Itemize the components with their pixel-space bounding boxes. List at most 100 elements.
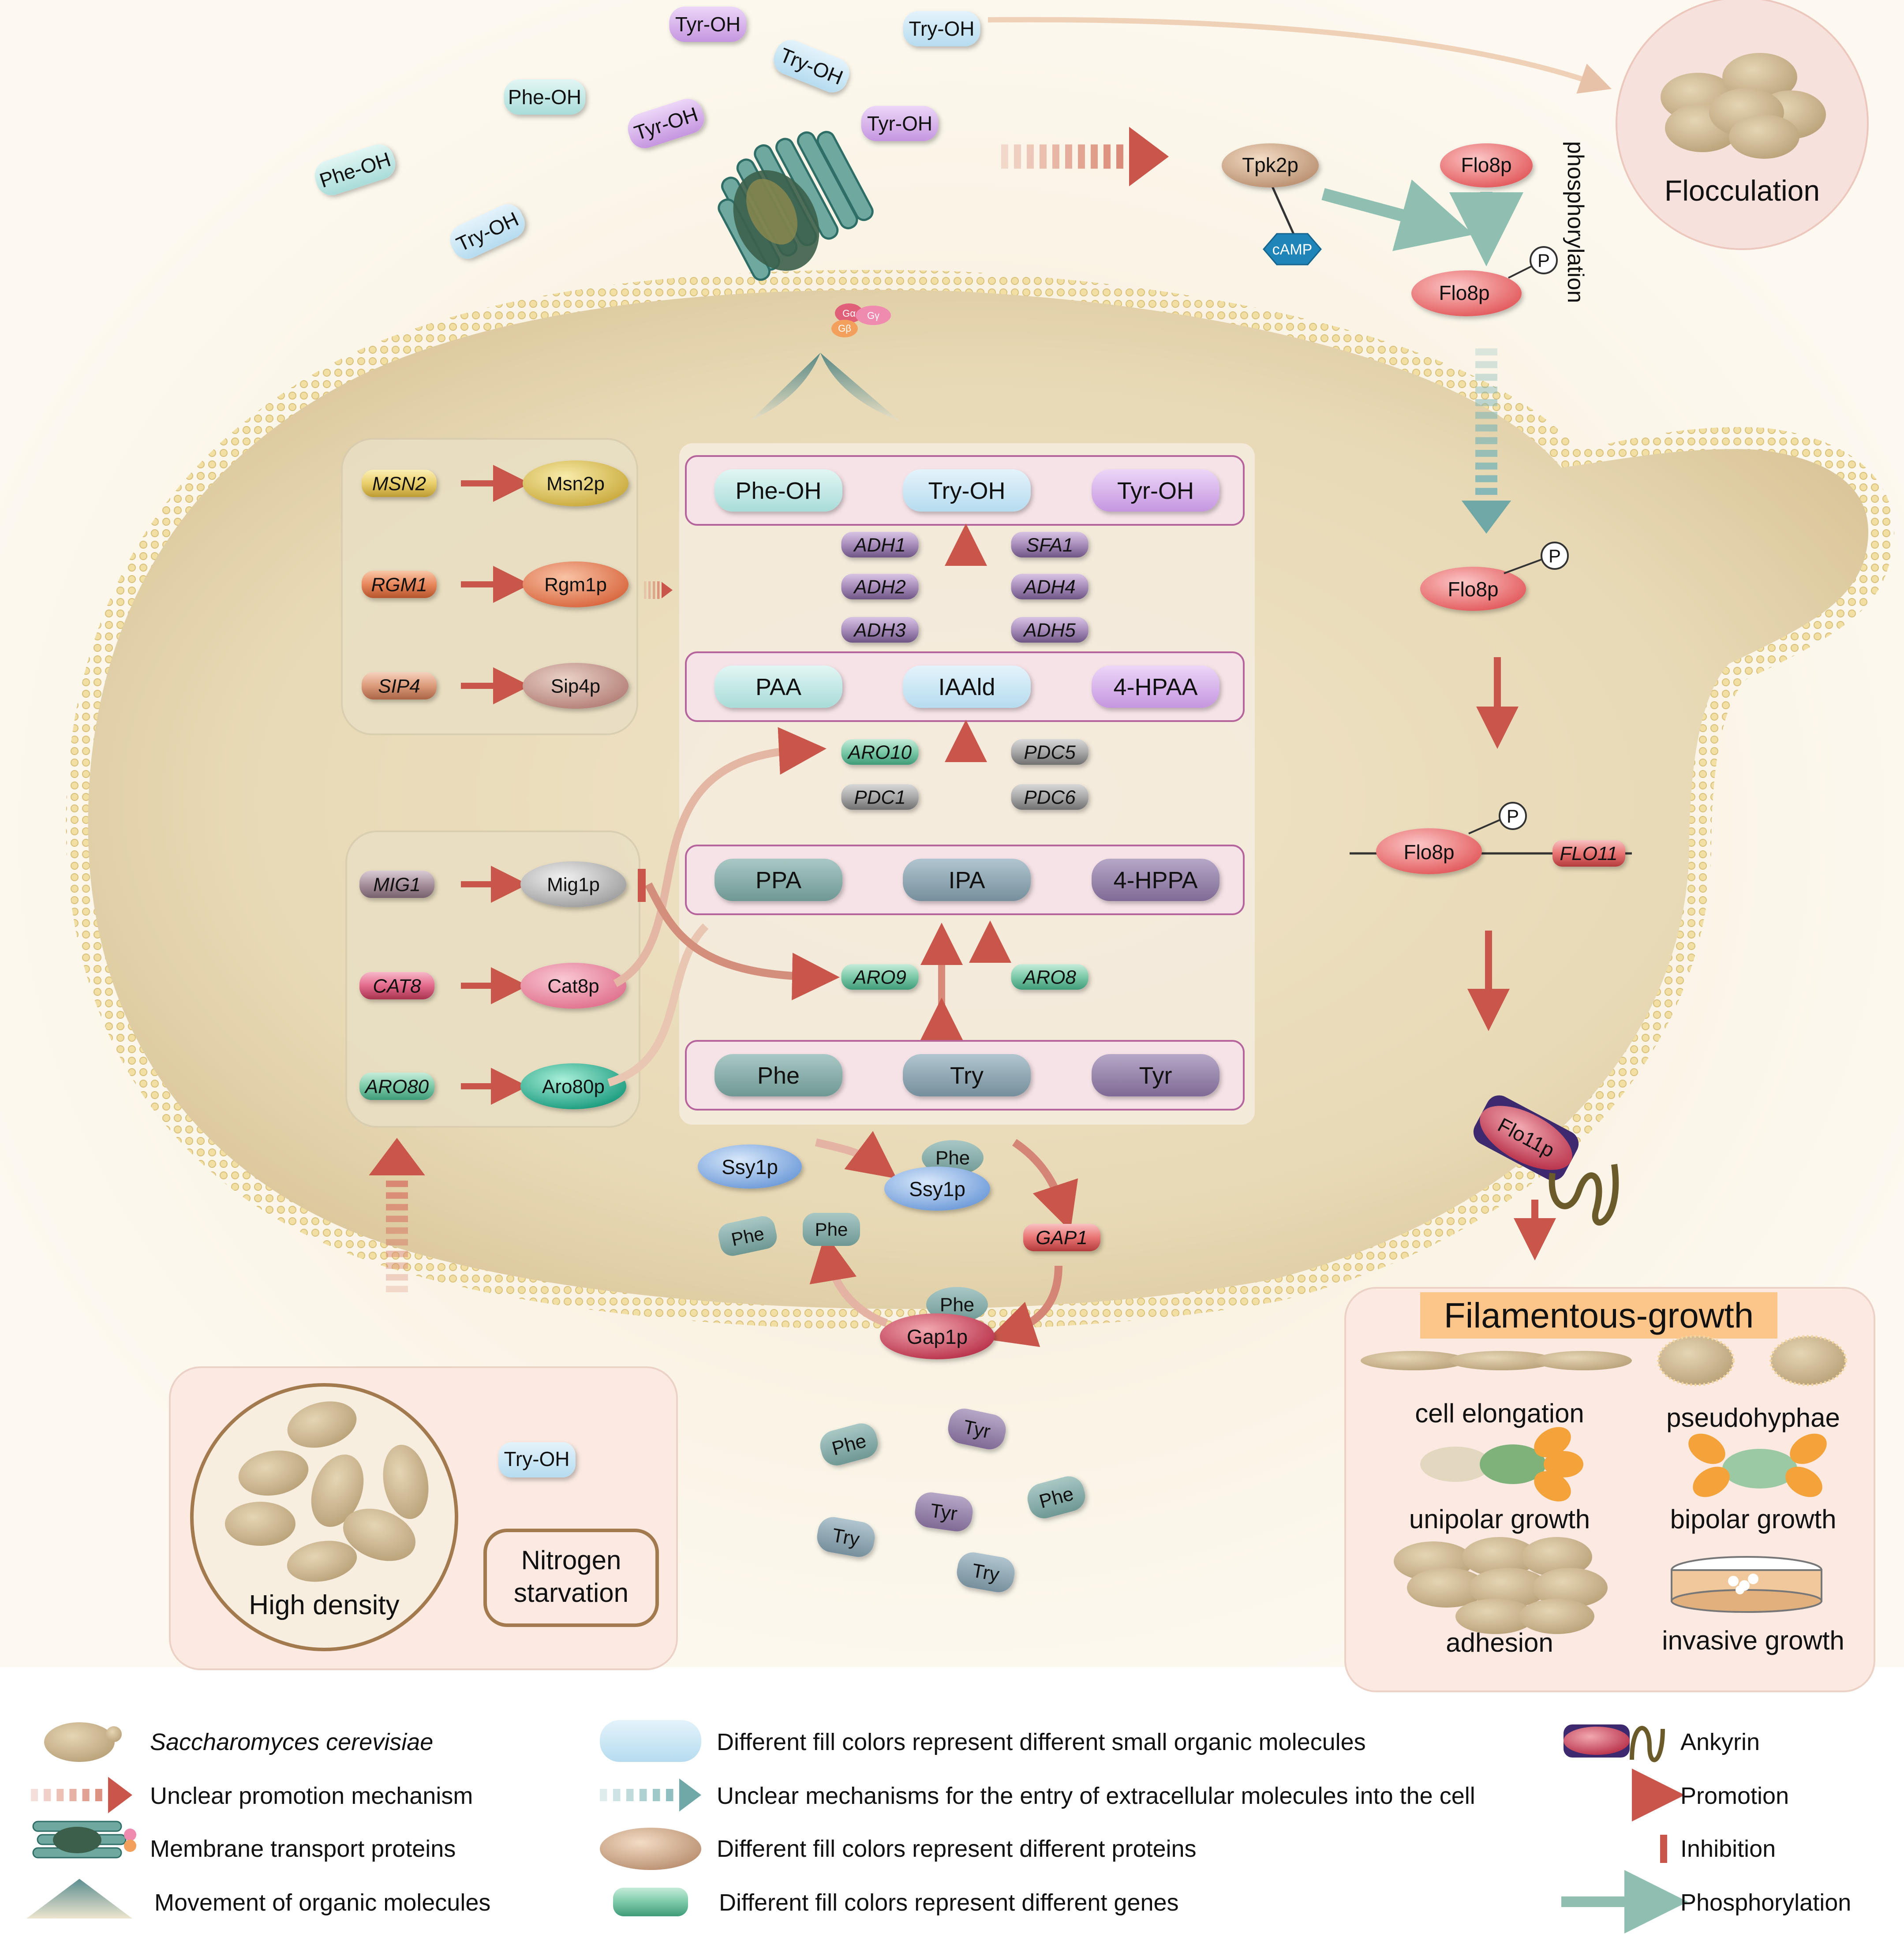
pathway-metabolite: Tyr-OH — [1092, 469, 1219, 512]
cell-elongation-icon — [1361, 1351, 1632, 1370]
g-beta-subunit — [831, 320, 858, 337]
unclear-promotion-arrow-small — [644, 581, 673, 599]
svg-text:ADH2: ADH2 — [853, 576, 905, 598]
svg-text:SFA1: SFA1 — [1026, 534, 1074, 556]
unclear-promotion-arrow-bottom — [369, 1138, 425, 1292]
svg-text:PDC1: PDC1 — [854, 786, 905, 808]
gene-icon — [613, 1888, 688, 1916]
svg-text:Tyr-OH: Tyr-OH — [675, 13, 741, 36]
unclear-entry-icon — [600, 1778, 701, 1812]
pathway-gene: PDC5 — [1011, 739, 1089, 765]
gap1p-protein — [880, 1313, 995, 1359]
svg-text:RGM1: RGM1 — [371, 574, 427, 595]
pathway-gene: PDC6 — [1011, 784, 1089, 810]
svg-text:PAA: PAA — [756, 674, 801, 700]
pathway-gene: ARO10 — [841, 739, 919, 765]
svg-text:4-HPPA: 4-HPPA — [1113, 867, 1197, 894]
extracellular-amino-acid: Try — [957, 1552, 1015, 1593]
legend-yeast: Saccharomyces cerevisiae — [150, 1729, 433, 1755]
svg-text:Ssy1p: Ssy1p — [722, 1156, 778, 1178]
svg-text:Cat8p: Cat8p — [547, 975, 599, 997]
svg-text:Gα: Gα — [842, 308, 856, 319]
regulator-protein: Aro80p — [520, 1063, 626, 1109]
svg-text:IPA: IPA — [948, 867, 985, 894]
protein-icon — [600, 1828, 701, 1870]
gap1-gene — [1023, 1224, 1100, 1251]
flo8p-cytoplasm — [1420, 567, 1526, 611]
extracellular-amino-acid: Phe — [820, 1423, 878, 1466]
filamentous-item-4: adhesion — [1446, 1628, 1553, 1657]
svg-text:Rgm1p: Rgm1p — [544, 574, 607, 595]
extracellular-amino-acid: Try — [817, 1517, 875, 1557]
svg-text:SIP4: SIP4 — [378, 675, 420, 697]
svg-text:MIG1: MIG1 — [373, 874, 421, 895]
svg-text:ADH5: ADH5 — [1022, 619, 1076, 641]
cycle-arrow-top — [815, 1131, 897, 1179]
regulator-protein: Sip4p — [523, 663, 628, 709]
flo8p-phosphorylated — [1411, 270, 1522, 316]
svg-text:Msn2p: Msn2p — [546, 473, 605, 494]
nitrogen-starvation-box — [483, 1529, 659, 1627]
filamentous-item-0: cell elongation — [1415, 1399, 1584, 1428]
flo11-pathway: Flo8p P Flo8p P FLO11 Flo11p — [1350, 542, 1632, 1260]
unipolar-growth-icon — [1420, 1427, 1583, 1502]
pathway-gene: PDC1 — [841, 784, 919, 810]
legend-unclear-entry: Unclear mechanisms for the entry of extr… — [717, 1783, 1475, 1809]
svg-text:CAT8: CAT8 — [373, 975, 421, 997]
svg-text:Phe-OH: Phe-OH — [735, 478, 821, 504]
amino-acid-transport: Ssy1p Phe Ssy1p Phe Phe GAP1 Phe Gap1p — [698, 1131, 1100, 1359]
svg-text:Gβ: Gβ — [838, 323, 851, 334]
ankyrin-tail-icon — [1549, 1164, 1619, 1226]
svg-text:4-HPAA: 4-HPAA — [1113, 674, 1197, 700]
pathway-metabolite: Tyr — [1092, 1054, 1219, 1096]
svg-text:Flo8p: Flo8p — [1448, 578, 1498, 601]
legend-membrane-transport: Membrane transport proteins — [150, 1836, 456, 1862]
membrane-transport-protein: Gα Gβ Gγ — [718, 131, 891, 337]
pathway-metabolite: PPA — [714, 859, 842, 901]
flocculation-label: Flocculation — [1665, 174, 1820, 207]
extracellular-amino-acid: Phe — [1027, 1476, 1085, 1518]
svg-text:Sip4p: Sip4p — [551, 675, 601, 697]
regulator-gene: RGM1 — [362, 571, 437, 598]
svg-text:ARO8: ARO8 — [1022, 966, 1076, 988]
flo11p-ankyrin: Flo11p — [1473, 1095, 1579, 1181]
svg-text:P: P — [1507, 806, 1519, 827]
svg-text:Tyr-OH: Tyr-OH — [1117, 478, 1194, 504]
regulator-protein: Cat8p — [520, 963, 626, 1009]
unclear-entry-arrow — [1461, 348, 1511, 534]
legend-unclear-promotion: Unclear promotion mechanism — [150, 1783, 473, 1809]
svg-text:Phe: Phe — [815, 1219, 848, 1240]
outside-molecule: Tyr-OH — [669, 7, 747, 42]
inhibition-icon — [1561, 1835, 1667, 1863]
svg-text:Nitrogen: Nitrogen — [521, 1545, 621, 1575]
ankyrin-icon — [1564, 1724, 1665, 1762]
svg-text:FLO11: FLO11 — [1560, 843, 1617, 864]
svg-text:Try: Try — [830, 1524, 861, 1550]
extracellular-amino-acid: Tyr — [948, 1408, 1006, 1450]
svg-text:Aro80p: Aro80p — [542, 1076, 605, 1097]
filamentous-item-5: invasive growth — [1662, 1626, 1844, 1655]
cycle-arrow-right — [1012, 1139, 1078, 1231]
svg-text:ADH1: ADH1 — [853, 534, 905, 556]
g-gamma-subunit — [856, 306, 891, 325]
pathway-metabolite: Phe-OH — [714, 469, 842, 512]
tpk2p-protein — [1222, 143, 1319, 187]
regulation-curves — [607, 727, 840, 1087]
pathway-metabolite: IAAld — [903, 666, 1031, 708]
yeast-cluster-icon — [225, 1401, 429, 1582]
regulator-protein: Msn2p — [523, 460, 628, 506]
svg-text:Try-OH: Try-OH — [909, 17, 974, 40]
phosphate-icon — [1541, 542, 1569, 570]
aromatic-alcohol-pathway: Phe-OH Try-OH Tyr-OH PAA IAAld 4-HPAA PPA IPA 4-… — [679, 443, 1255, 1125]
camp-molecule — [1263, 233, 1322, 266]
filamentous-item-1: pseudohyphae — [1666, 1403, 1840, 1432]
svg-text:Try-OH: Try-OH — [928, 478, 1006, 504]
high-density-label: High density — [249, 1590, 399, 1620]
svg-text:Flo8p: Flo8p — [1461, 153, 1511, 176]
svg-text:Phe: Phe — [940, 1294, 974, 1316]
tryoh-molecule — [498, 1442, 576, 1477]
legend-small-molecules: Different fill colors represent differen… — [717, 1729, 1366, 1755]
invasive-growth-icon — [1671, 1556, 1822, 1613]
